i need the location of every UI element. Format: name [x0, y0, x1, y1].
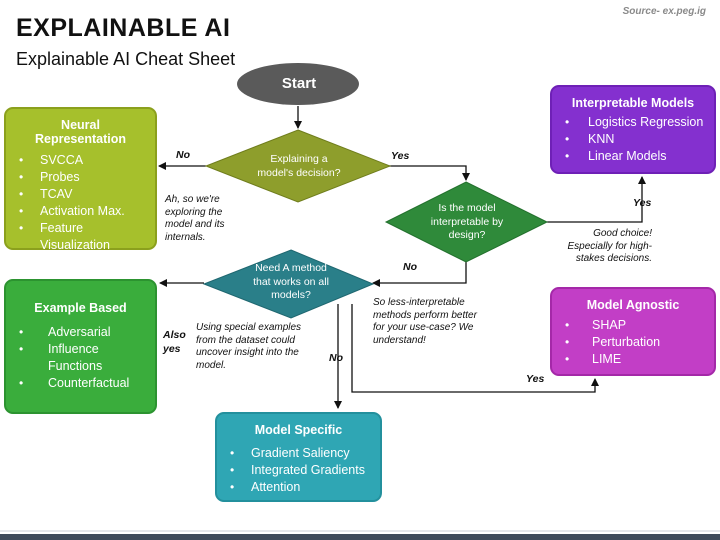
list-item: Linear Models	[562, 148, 704, 165]
edge-label-no: No	[329, 352, 343, 364]
edge-label-no: No	[176, 149, 190, 161]
decision-method-shape	[202, 249, 375, 319]
edge-label-no: No	[403, 261, 417, 273]
list-item: SVCCA	[16, 152, 145, 169]
list-item: TCAV	[16, 186, 145, 203]
decision-explaining-shape	[204, 129, 392, 203]
decision-interpretable-shape	[384, 181, 549, 263]
page-title: EXPLAINABLE AI	[16, 14, 231, 42]
example-based-box: Example Based Adversarial Influence Func…	[4, 279, 157, 414]
bottom-bar	[0, 534, 720, 540]
model-specific-box: Model Specific Gradient Saliency Integra…	[215, 412, 382, 502]
model-specific-title: Model Specific	[254, 423, 343, 437]
list-item: KNN	[562, 131, 704, 148]
edge-label-yes: Yes	[633, 197, 652, 209]
page-subtitle: Explainable AI Cheat Sheet	[16, 49, 236, 69]
source-credit: Source- ex.peg.ig	[622, 6, 706, 17]
list-item: Attention	[227, 479, 370, 496]
example-based-title: Example Based	[34, 301, 127, 315]
note-examples: Using special examples from the dataset …	[196, 322, 302, 371]
list-item: Counterfactual	[16, 375, 145, 392]
list-item: Logistics Regression	[562, 114, 704, 131]
edge-explaining-to-interpretable	[388, 165, 470, 181]
start-node	[237, 63, 359, 105]
edge-label-yes: Yes	[391, 150, 410, 162]
note-neural: Ah, so we're exploring the model and its…	[165, 194, 225, 243]
neural-representation-box: Neural Representation SVCCA Probes TCAV …	[4, 107, 157, 252]
list-item: Gradient Saliency	[227, 445, 370, 462]
list-item: Feature Visualization	[16, 220, 145, 254]
model-agnostic-title: Model Agnostic	[586, 298, 680, 312]
interpretable-models-title: Interpretable Models	[571, 96, 695, 110]
list-item: Perturbation	[562, 334, 704, 351]
edge-method-to-agnostic	[351, 304, 599, 393]
decision-interpretable-text: Is the model interpretable by design?	[430, 202, 504, 241]
list-item: SHAP	[562, 317, 704, 334]
list-item: Activation Max.	[16, 203, 145, 220]
model-agnostic-box: Model Agnostic SHAP Perturbation LIME	[550, 287, 716, 376]
edge-interpretable-to-method	[372, 262, 467, 287]
decision-method-text: Need A method that works on all models?	[253, 262, 329, 301]
start-label: Start	[281, 74, 317, 92]
note-less-interpretable: So less-interpretable methods perform be…	[373, 297, 477, 346]
list-item: LIME	[562, 351, 704, 368]
edge-label-yes: Yes	[526, 373, 545, 385]
note-good-choice: Good choice! Especially for high-stakes …	[567, 228, 652, 264]
neural-representation-title: Neural Representation	[35, 118, 126, 146]
list-item: Probes	[16, 169, 145, 186]
list-item: Integrated Gradients	[227, 462, 370, 479]
decision-explaining-text: Explaining a model's decision?	[257, 153, 341, 179]
edge-interpretable-to-models	[547, 176, 646, 223]
list-item: Influence Functions	[16, 341, 145, 375]
edge-label-also-yes: Also yes	[163, 329, 186, 355]
list-item: Adversarial	[16, 324, 145, 341]
interpretable-models-box: Interpretable Models Logistics Regressio…	[550, 85, 716, 174]
